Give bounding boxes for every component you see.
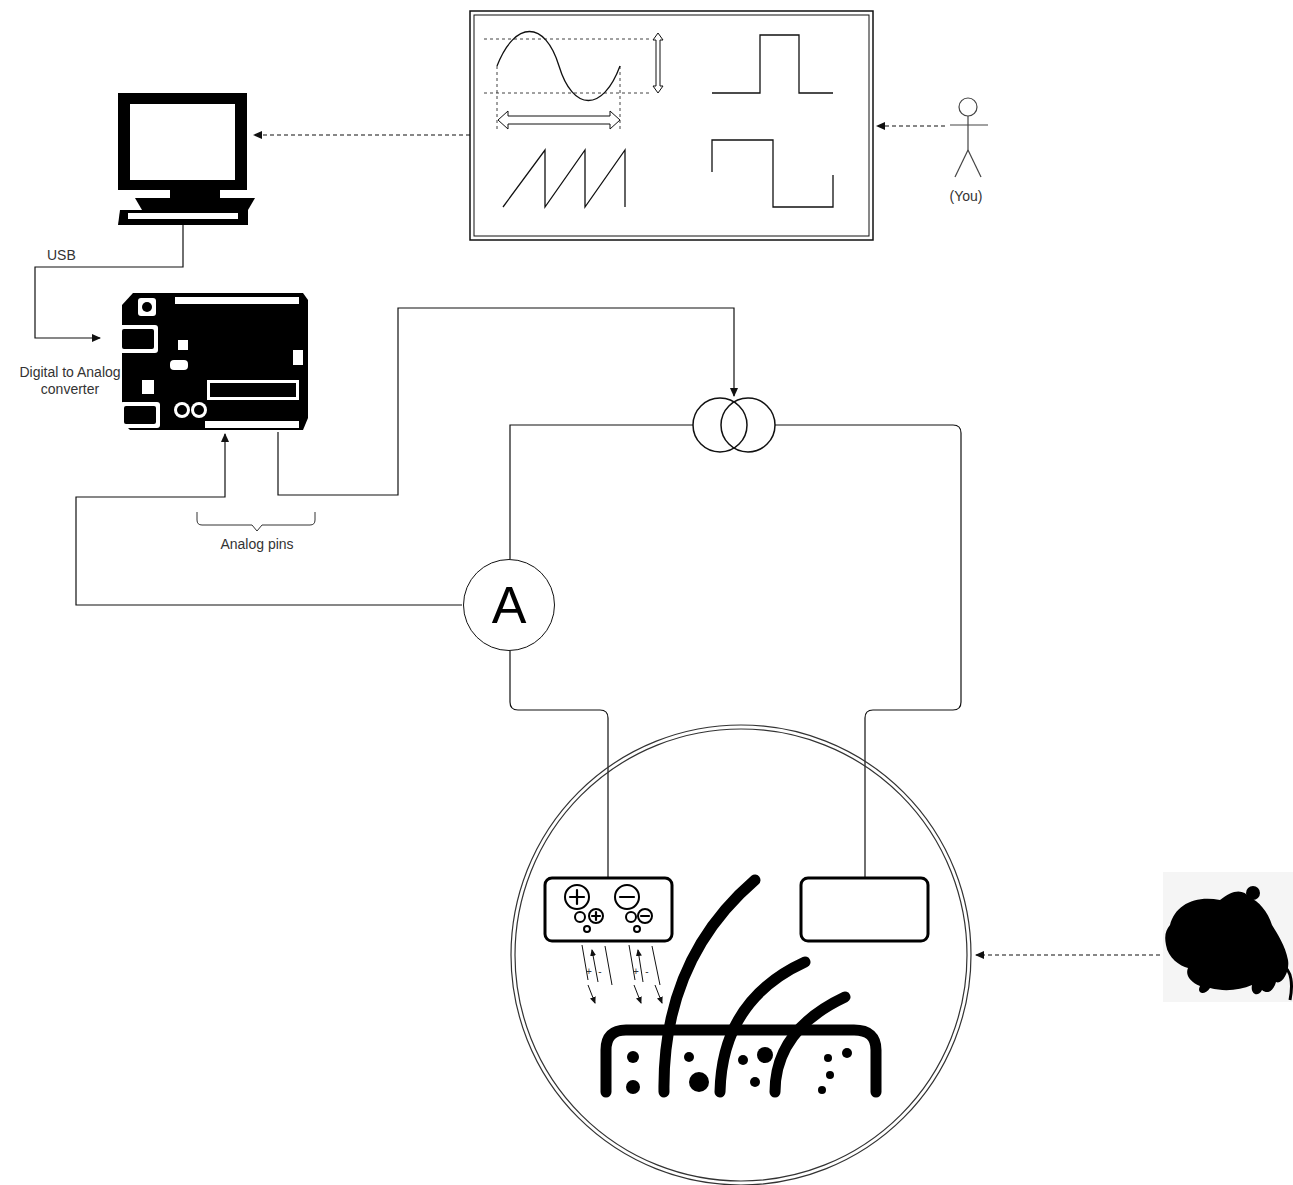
- circuit-wire: [775, 425, 961, 878]
- arduino-board: [118, 293, 308, 430]
- pins-label: Analog pins: [220, 536, 293, 553]
- dashed-arrow: [254, 134, 470, 135]
- node-text: A: [492, 579, 527, 631]
- dashed-arrow: [877, 125, 945, 126]
- user-label: (You): [950, 188, 983, 205]
- person-figure: [950, 98, 988, 177]
- polarity-sign: -: [645, 966, 648, 978]
- analog-input-wire: [76, 434, 462, 605]
- polarity-sign: +: [633, 966, 639, 978]
- rat-silhouette: [1163, 872, 1293, 1002]
- circuit-wire: [510, 651, 608, 878]
- computer-monitor: [118, 93, 255, 225]
- tissue-view: [511, 725, 971, 1185]
- converter-label: Digital to Analog converter: [6, 364, 134, 398]
- polarity-sign: -: [598, 966, 601, 978]
- polarity-sign: +: [586, 966, 592, 978]
- pin-bracket: [197, 512, 315, 531]
- ammeter-symbol: A: [463, 559, 555, 651]
- dashed-arrow: [976, 954, 1160, 955]
- circuit-wire: [510, 425, 693, 559]
- usb-label: USB: [47, 247, 76, 264]
- waveform-panel: [470, 11, 873, 240]
- current-source-symbol: [693, 398, 775, 452]
- analog-output-wire: [278, 308, 734, 495]
